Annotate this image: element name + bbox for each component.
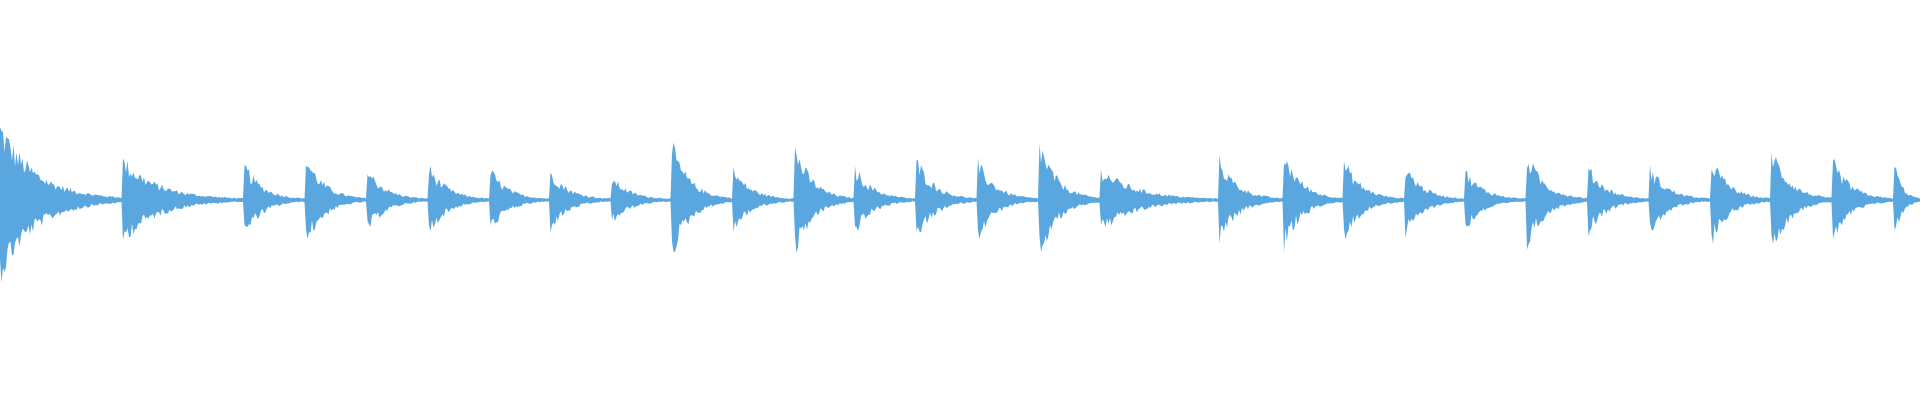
waveform-shape: [0, 127, 1920, 283]
